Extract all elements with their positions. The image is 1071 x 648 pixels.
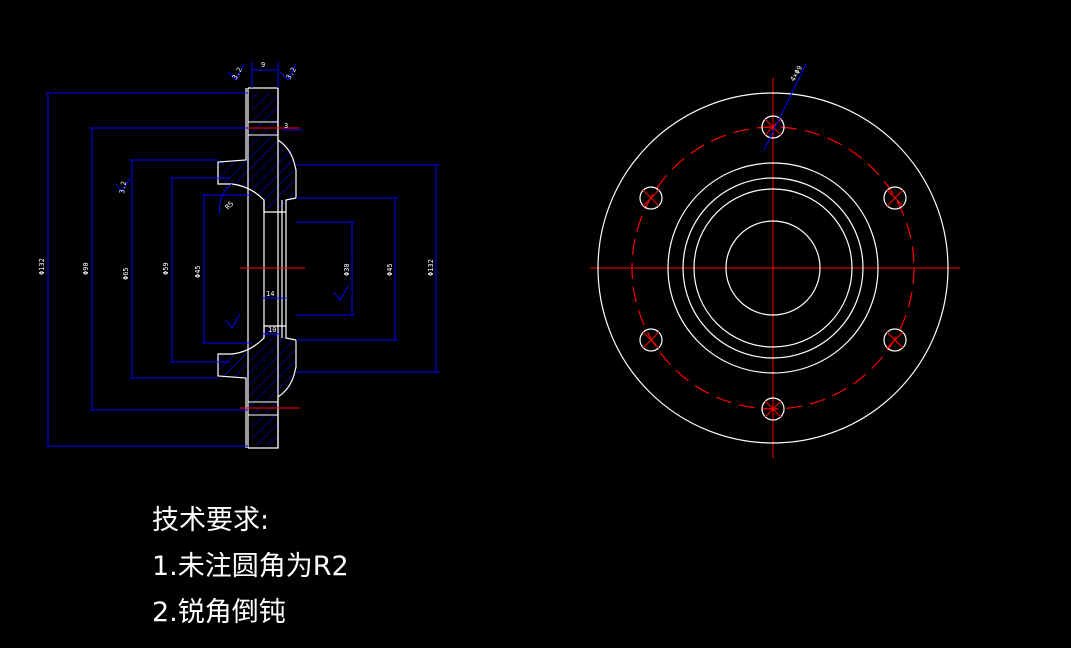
dim-inner-diameter: Φ45 (194, 265, 202, 278)
surface-finish-right: 3.2 (285, 66, 298, 81)
section-hatch-upper (218, 93, 296, 210)
dim-small-width: 10 (268, 326, 276, 334)
technical-requirements: 技术要求: 1.未注圆角为R2 2.锐角倒钝 (152, 498, 349, 636)
dim-flange-thickness: 9 (261, 61, 265, 69)
dim-mid-diameter: Φ65 (122, 267, 130, 280)
outer-flange-circle (597, 92, 949, 444)
notes-title: 技术要求: (152, 505, 270, 536)
note-item: 1.未注圆角为R2 (152, 551, 349, 582)
plan-view: 4×Φ9 (590, 63, 960, 458)
surface-finish-small: 3.2 (118, 180, 128, 194)
note-item: 2.锐角倒钝 (152, 597, 286, 628)
dim-bolt-circle: Φ90 (82, 262, 90, 275)
dim-top-value: 3 (284, 122, 288, 130)
bolt-hole (883, 186, 907, 210)
hole-callout: 4×Φ9 (789, 64, 804, 83)
dim-bore-diameter: Φ30 (343, 263, 351, 276)
dim-overall-diameter: Φ132 (38, 258, 46, 275)
dimension-lines (46, 62, 440, 447)
dim-groove-width: 14 (266, 290, 274, 298)
bolt-hole (883, 328, 907, 352)
bolt-holes (639, 115, 907, 421)
dim-right-overall: Φ132 (427, 259, 435, 276)
bolt-hole (761, 397, 785, 421)
section-hatch-lower (218, 328, 296, 446)
bolt-hole (639, 186, 663, 210)
dim-boss-diameter: Φ59 (162, 262, 170, 275)
bore-circle (725, 220, 821, 316)
dim-chamfer: R5 (224, 200, 236, 212)
dim-hub-diameter: Φ45 (386, 263, 394, 276)
section-view: Φ132 Φ90 Φ65 Φ59 Φ45 Φ30 Φ45 Φ132 9 3 14… (38, 61, 440, 449)
bolt-hole (639, 328, 663, 352)
